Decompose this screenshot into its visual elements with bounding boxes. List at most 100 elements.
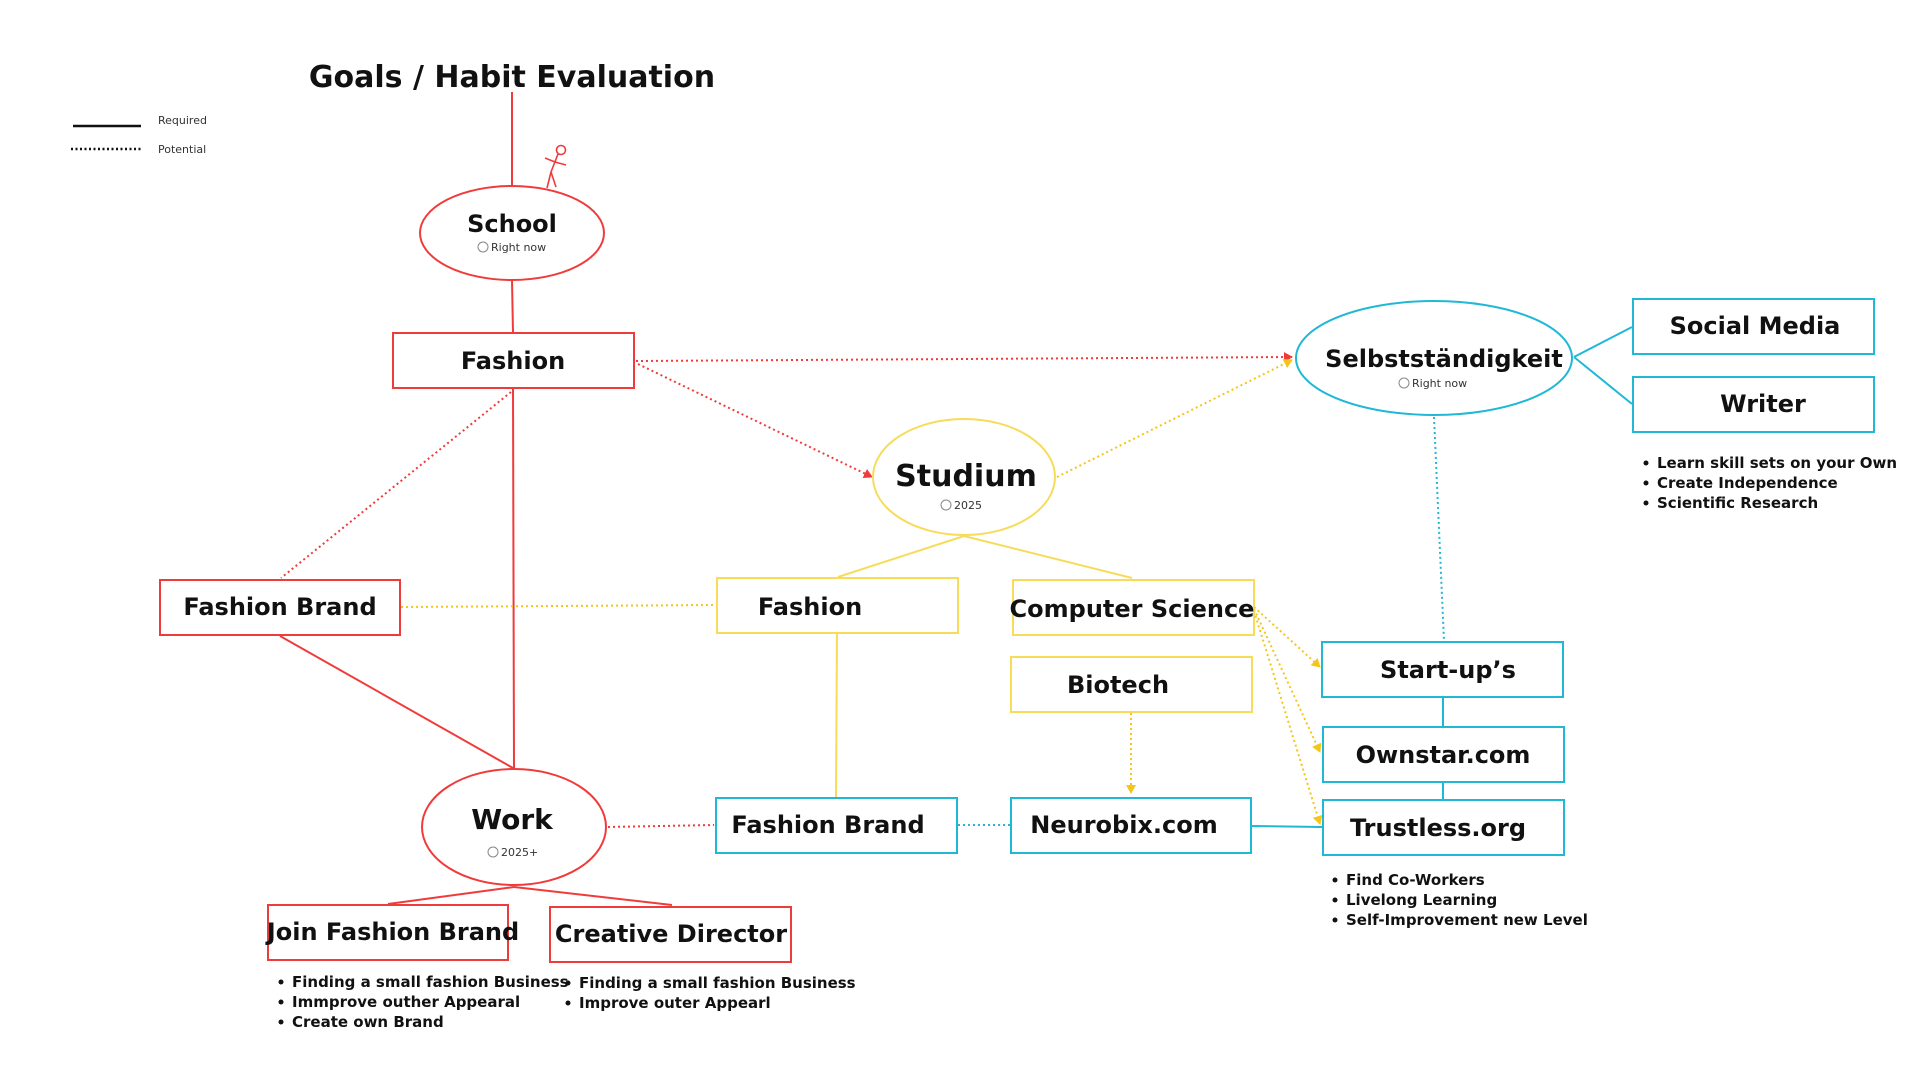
edge-studium-fashion <box>837 535 965 578</box>
work-ellipse <box>421 768 607 886</box>
school-ellipse <box>419 185 605 281</box>
writer-bullet-list: Learn skill sets on your Own Create Inde… <box>1643 454 1897 512</box>
node-social-media[interactable]: Social Media <box>1632 298 1875 355</box>
bullet-dot <box>565 1000 571 1006</box>
startups-box <box>1321 641 1564 698</box>
social-media-box <box>1632 298 1875 355</box>
school-label: School <box>467 210 557 238</box>
node-fashion-top[interactable]: Fashion <box>392 332 635 389</box>
edge-fashion-fashionbrand-bottom <box>835 632 838 799</box>
creative-bullet-list: Finding a small fashion Business Improve… <box>565 974 856 1012</box>
trustless-bullet-list: Find Co-Workers Livelong Learning Self-I… <box>1332 871 1588 929</box>
node-school[interactable]: School Right now <box>419 185 605 281</box>
join-fashion-brand-box <box>267 904 509 961</box>
node-fashion-mid[interactable]: Fashion <box>716 577 959 634</box>
bullet-dot <box>1643 480 1649 486</box>
creative-director-box <box>549 906 792 963</box>
legend-potential-label: Potential <box>158 143 206 156</box>
bullet-dot <box>1332 917 1338 923</box>
work-label: Work <box>471 803 554 836</box>
fashion-brand-left-box <box>159 579 401 636</box>
node-selbststaendigkeit[interactable]: Selbstständigkeit Right now <box>1295 300 1573 416</box>
node-studium[interactable]: Studium 2025 <box>872 418 1056 536</box>
studium-ellipse <box>872 418 1056 536</box>
fashion-mid-label: Fashion <box>758 593 862 621</box>
edge-fashion-selbst <box>635 352 1293 363</box>
edge-selbst-socialmedia <box>1573 326 1633 358</box>
trustless-label: Trustless.org <box>1350 814 1526 842</box>
fashion-brand-left-label: Fashion Brand <box>183 593 376 621</box>
studium-label: Studium <box>895 459 1037 494</box>
list-item: Create own Brand <box>292 1013 444 1031</box>
node-fashion-brand-left[interactable]: Fashion Brand <box>159 579 401 636</box>
fashion-brand-bottom-box <box>715 797 958 854</box>
edge-fashionbrand-fashion <box>400 604 717 608</box>
node-creative-director[interactable]: Creative Director <box>549 906 792 963</box>
fashion-top-box <box>392 332 635 389</box>
neurobix-label: Neurobix.com <box>1030 811 1218 839</box>
edge-studium-cs <box>963 535 1133 579</box>
writer-label: Writer <box>1720 390 1806 418</box>
node-fashion-brand-bottom[interactable]: Fashion Brand <box>715 797 958 854</box>
edge-fashion-fashionbrand <box>280 391 512 579</box>
computer-science-box <box>1012 579 1255 636</box>
bullet-dot <box>278 1019 284 1025</box>
fashion-top-label: Fashion <box>461 347 565 375</box>
edge-fashion-work <box>512 387 515 769</box>
computer-science-label: Computer Science <box>1010 595 1255 623</box>
edge-work-join <box>387 886 515 905</box>
node-ownstar[interactable]: Ownstar.com <box>1322 726 1565 783</box>
creative-director-label: Creative Director <box>555 920 787 948</box>
trustless-box <box>1322 799 1565 856</box>
bullet-dot <box>1332 897 1338 903</box>
studium-sub: 2025 <box>954 499 982 512</box>
diagram-title: Goals / Habit Evaluation <box>309 60 715 95</box>
work-sub: 2025+ <box>501 846 538 859</box>
edge-fashionbrand-work <box>279 635 514 769</box>
list-item: Learn skill sets on your Own <box>1657 454 1897 472</box>
fashion-brand-bottom-label: Fashion Brand <box>731 811 924 839</box>
node-biotech[interactable]: Biotech <box>1010 656 1253 713</box>
edge-studium-selbst <box>1056 359 1293 478</box>
writer-box <box>1632 376 1875 433</box>
clock-icon <box>940 499 952 511</box>
edge-selbst-writer <box>1573 356 1633 405</box>
node-computer-science[interactable]: Computer Science <box>1010 579 1255 636</box>
node-join-fashion-brand[interactable]: Join Fashion Brand <box>265 904 519 961</box>
clock-icon <box>487 846 499 858</box>
neurobix-box <box>1010 797 1252 854</box>
edge-work-creative <box>513 886 673 906</box>
edge-selbst-startups <box>1433 416 1445 642</box>
legend: Required Potential <box>71 114 207 156</box>
connectors <box>279 92 1633 906</box>
list-item: Finding a small fashion Business <box>292 973 569 991</box>
selbst-sub: Right now <box>1412 377 1467 390</box>
stick-figure-doodle <box>544 144 567 189</box>
clock-icon <box>477 241 489 253</box>
bullet-dot <box>1643 500 1649 506</box>
list-item: Create Independence <box>1657 474 1838 492</box>
list-item: Improve outer Appearl <box>579 994 771 1012</box>
node-startups[interactable]: Start-up’s <box>1321 641 1564 698</box>
startups-label: Start-up’s <box>1380 656 1516 684</box>
biotech-box <box>1010 656 1253 713</box>
node-neurobix[interactable]: Neurobix.com <box>1010 797 1252 854</box>
bullet-dot <box>1332 877 1338 883</box>
list-item: Immprove outher Appearal <box>292 993 520 1011</box>
ownstar-label: Ownstar.com <box>1356 741 1531 769</box>
list-item: Finding a small fashion Business <box>579 974 856 992</box>
list-item: Find Co-Workers <box>1346 871 1485 889</box>
edge-cs-startups <box>1253 606 1321 668</box>
selbst-label: Selbstständigkeit <box>1325 345 1563 373</box>
list-item: Self-Improvement new Level <box>1346 911 1588 929</box>
bullet-dot <box>278 999 284 1005</box>
node-writer[interactable]: Writer <box>1632 376 1875 433</box>
list-item: Livelong Learning <box>1346 891 1497 909</box>
biotech-label: Biotech <box>1067 671 1169 699</box>
edge-neurobix-trustless <box>1250 825 1323 828</box>
node-trustless[interactable]: Trustless.org <box>1322 799 1565 856</box>
list-item: Scientific Research <box>1657 494 1818 512</box>
node-work[interactable]: Work 2025+ <box>421 768 607 886</box>
